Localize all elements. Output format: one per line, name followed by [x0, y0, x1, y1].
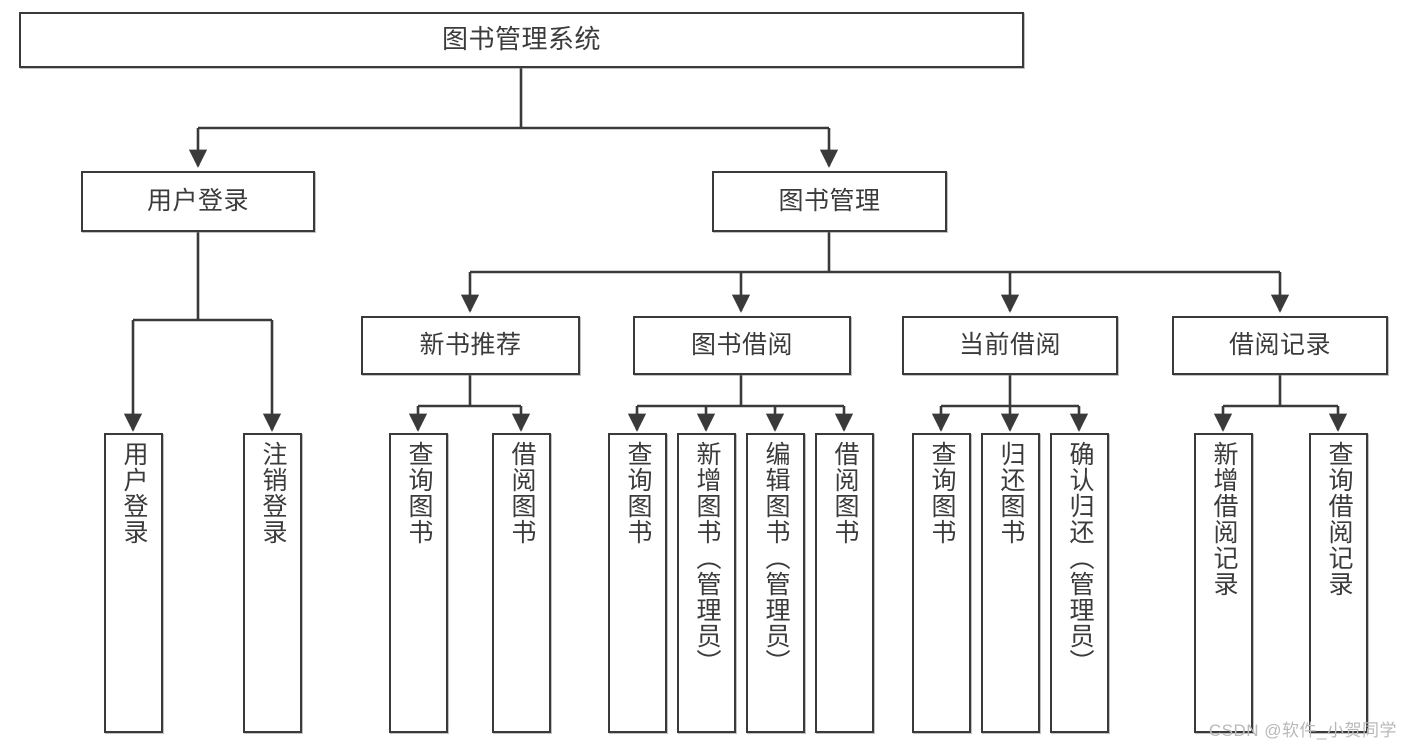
node-current-borrow-label: 当前借阅: [958, 331, 1061, 360]
node-leaf-borrow-book-2-label: 借阅图书: [831, 441, 859, 545]
node-leaf-logout-label: 注销登录: [259, 441, 287, 545]
node-book-borrow[interactable]: 图书借阅: [633, 316, 851, 375]
node-book-borrow-label: 图书借阅: [690, 331, 793, 360]
node-leaf-add-record[interactable]: 新增借阅记录: [1194, 433, 1253, 733]
node-leaf-add-book[interactable]: 新增图书（管理员）: [677, 433, 736, 733]
node-root[interactable]: 图书管理系统: [19, 12, 1024, 68]
node-current-borrow[interactable]: 当前借阅: [902, 316, 1118, 375]
node-leaf-query-book-2-label: 查询图书: [624, 441, 652, 545]
node-leaf-borrow-book-1[interactable]: 借阅图书: [492, 433, 551, 733]
node-leaf-query-record-label: 查询借阅记录: [1325, 441, 1353, 597]
node-leaf-confirm-return-label: 确认归还（管理员）: [1066, 441, 1094, 675]
node-leaf-logout[interactable]: 注销登录: [243, 433, 302, 733]
node-leaf-user-login[interactable]: 用户登录: [104, 433, 163, 733]
node-root-label: 图书管理系统: [441, 24, 601, 55]
node-leaf-query-record[interactable]: 查询借阅记录: [1309, 433, 1368, 733]
node-leaf-query-book-1-label: 查询图书: [405, 441, 433, 545]
node-leaf-add-book-label: 新增图书（管理员）: [693, 441, 721, 675]
node-leaf-return-book[interactable]: 归还图书: [981, 433, 1040, 733]
node-leaf-user-login-label: 用户登录: [120, 441, 148, 545]
node-user-login[interactable]: 用户登录: [81, 171, 315, 232]
node-user-login-label: 用户登录: [146, 187, 249, 216]
node-book-manage-label: 图书管理: [778, 187, 881, 216]
watermark: CSDN @软件_小贺同学: [1208, 721, 1397, 740]
node-leaf-edit-book-label: 编辑图书（管理员）: [762, 441, 790, 675]
node-leaf-borrow-book-2[interactable]: 借阅图书: [815, 433, 874, 733]
node-leaf-query-book-3-label: 查询图书: [928, 441, 956, 545]
node-borrow-record-label: 借阅记录: [1228, 331, 1331, 360]
node-borrow-record[interactable]: 借阅记录: [1172, 316, 1388, 375]
node-leaf-edit-book[interactable]: 编辑图书（管理员）: [746, 433, 805, 733]
node-leaf-confirm-return[interactable]: 确认归还（管理员）: [1050, 433, 1109, 733]
node-leaf-add-record-label: 新增借阅记录: [1210, 441, 1238, 597]
node-new-book-rec[interactable]: 新书推荐: [361, 316, 580, 375]
node-leaf-borrow-book-1-label: 借阅图书: [508, 441, 536, 545]
node-leaf-query-book-2[interactable]: 查询图书: [608, 433, 667, 733]
node-leaf-query-book-1[interactable]: 查询图书: [389, 433, 448, 733]
node-book-manage[interactable]: 图书管理: [712, 171, 947, 232]
node-leaf-query-book-3[interactable]: 查询图书: [912, 433, 971, 733]
node-new-book-rec-label: 新书推荐: [419, 331, 522, 360]
node-leaf-return-book-label: 归还图书: [997, 441, 1025, 545]
